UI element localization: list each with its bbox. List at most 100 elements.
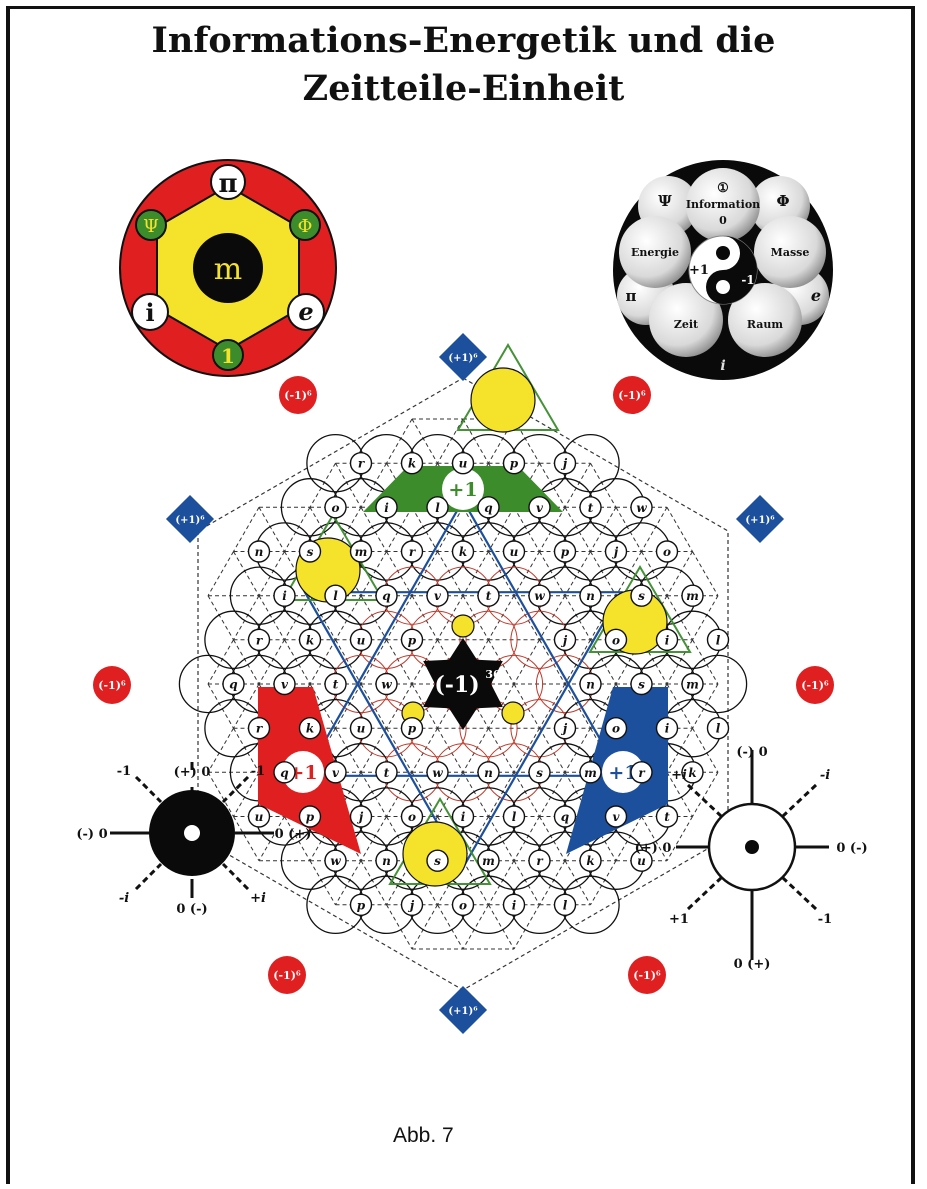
plus-one-label: +1 — [448, 479, 477, 501]
lattice-node-label: s — [638, 589, 645, 603]
lattice-node-label: k — [306, 633, 314, 647]
lattice-node-label: m — [686, 678, 699, 692]
lattice-node-label: k — [459, 545, 467, 559]
lattice-node-label: o — [331, 501, 339, 515]
center-exponent: 36 — [485, 668, 501, 681]
lattice-node-label: o — [408, 810, 416, 824]
emblem-left-label-lower-right: e — [298, 297, 313, 326]
lattice-node-label: t — [384, 766, 390, 780]
lattice-node-label: w — [432, 766, 443, 780]
lattice-node-label: j — [357, 810, 364, 824]
compass-left-label-ur: -1 — [251, 764, 265, 779]
lattice-node-label: m — [482, 854, 495, 868]
figure-caption: Abb. 7 — [393, 1124, 454, 1148]
lattice-node-label: v — [536, 501, 544, 515]
compass-left-label-right: 0 (+) — [275, 827, 312, 842]
compass-right-label-ll: +1 — [669, 912, 689, 927]
emblem-right-label-zero: 0 — [719, 214, 727, 227]
emblem-right-label-psi: Ψ — [658, 192, 672, 210]
lattice-node-label: i — [665, 633, 670, 647]
compass-left-label-bottom: 0 (-) — [176, 902, 207, 917]
lattice-node-label: i — [512, 898, 517, 912]
lattice-node-label: t — [664, 810, 670, 824]
blue-badge-label: (+1)⁶ — [745, 515, 775, 526]
lattice-node-label: l — [716, 722, 721, 736]
lattice-node-label: n — [586, 678, 595, 692]
emblem-left-label-top: π — [218, 169, 237, 199]
lattice-node-label: l — [563, 898, 568, 912]
red-badge-label: (-1)⁶ — [98, 679, 126, 692]
lattice-node-label: m — [686, 589, 699, 603]
lattice-node-label: v — [281, 678, 289, 692]
lattice-node-label: q — [382, 589, 390, 603]
lattice-node-label: s — [434, 854, 441, 868]
lattice-node-label: s — [536, 766, 543, 780]
lattice-node-label: o — [663, 545, 671, 559]
lattice-node-label: o — [612, 722, 620, 736]
emblem-left-label-lower-left: i — [145, 298, 154, 327]
compass-right-label-right: 0 (-) — [836, 841, 867, 856]
blue-badge-label: (+1)⁶ — [448, 353, 478, 364]
lattice-node-label: i — [461, 810, 466, 824]
emblem-left-label-bottom: 1 — [221, 344, 235, 368]
emblem-left-center-label: m — [214, 252, 242, 287]
compass-left-label-ul: -1 — [117, 764, 131, 779]
lattice-node-label: n — [382, 854, 391, 868]
emblem-left-label-upper-left: Ψ — [143, 216, 159, 237]
lattice-node-label: n — [255, 545, 264, 559]
blue-badge-label: (+1)⁶ — [175, 515, 205, 526]
blue-badge-label: (+1)⁶ — [448, 1006, 478, 1017]
emblem-right-label-plus-one: +1 — [689, 263, 709, 278]
lattice-node-label: w — [381, 678, 392, 692]
lattice-node-label: u — [255, 810, 264, 824]
red-badge-label: (-1)⁶ — [273, 969, 301, 982]
lattice-node-label: p — [561, 545, 570, 559]
emblem-right: ① Information 0 Energie Masse Zeit Raum … — [613, 160, 833, 380]
lattice-node-label: w — [636, 501, 647, 515]
lattice-node-label: p — [408, 633, 417, 647]
lattice-node-label: i — [665, 722, 670, 736]
compass-right-center-dot — [745, 840, 759, 854]
lattice-node-label: t — [486, 589, 492, 603]
lattice-node-label: q — [484, 501, 492, 515]
grid-line — [208, 552, 234, 596]
center-label: (-1) — [434, 672, 479, 698]
lattice-node-label: l — [512, 810, 517, 824]
compass-left-label-ll: -i — [119, 891, 129, 906]
lattice-node-label: k — [408, 457, 416, 471]
lattice-node-label: w — [330, 854, 341, 868]
compass-right-label-top: (-) 0 — [736, 745, 767, 760]
emblem-left-label-upper-right: Φ — [298, 216, 313, 237]
grid-line — [514, 640, 540, 684]
emblem-right-label-masse: Masse — [771, 246, 810, 259]
lattice-node-label: j — [561, 633, 568, 647]
emblem-right-label-raum: Raum — [747, 318, 784, 331]
compass-right: (-) 0 0 (+) (+) 0 0 (-) +i -i +1 -1 — [635, 745, 868, 972]
lattice-node-label: k — [688, 766, 696, 780]
lattice-node-label: k — [306, 722, 314, 736]
lattice-node-label: w — [534, 589, 545, 603]
lattice-node-label: s — [307, 545, 314, 559]
emblem-right-label-top-mark: ① — [717, 181, 729, 196]
emblem-left: m π Ψ Φ i e 1 — [120, 160, 336, 376]
center-yellow-node — [502, 702, 524, 724]
lattice-node-label: q — [561, 810, 569, 824]
lattice-node-label: p — [357, 898, 366, 912]
emblem-right-label-minus-one: -1 — [741, 273, 754, 287]
emblem-right-label-information: Information — [686, 198, 760, 211]
lattice-node-label: m — [584, 766, 597, 780]
red-badge-label: (-1)⁶ — [633, 969, 661, 982]
lattice-node-label: p — [510, 457, 519, 471]
lattice-node-label: t — [588, 501, 594, 515]
red-badge-label: (-1)⁶ — [801, 679, 829, 692]
emblem-right-label-e: e — [811, 286, 821, 305]
lattice-node-label: l — [716, 633, 721, 647]
lattice-node-label: u — [510, 545, 519, 559]
lattice-node-label: t — [333, 678, 339, 692]
emblem-right-label-pi: π — [626, 287, 637, 305]
red-badge-label: (-1)⁶ — [618, 389, 646, 402]
compass-left-label-left: (-) 0 — [76, 827, 107, 842]
lattice-node-label: v — [613, 810, 621, 824]
compass-left-label-top: (+) 0 — [174, 765, 211, 780]
